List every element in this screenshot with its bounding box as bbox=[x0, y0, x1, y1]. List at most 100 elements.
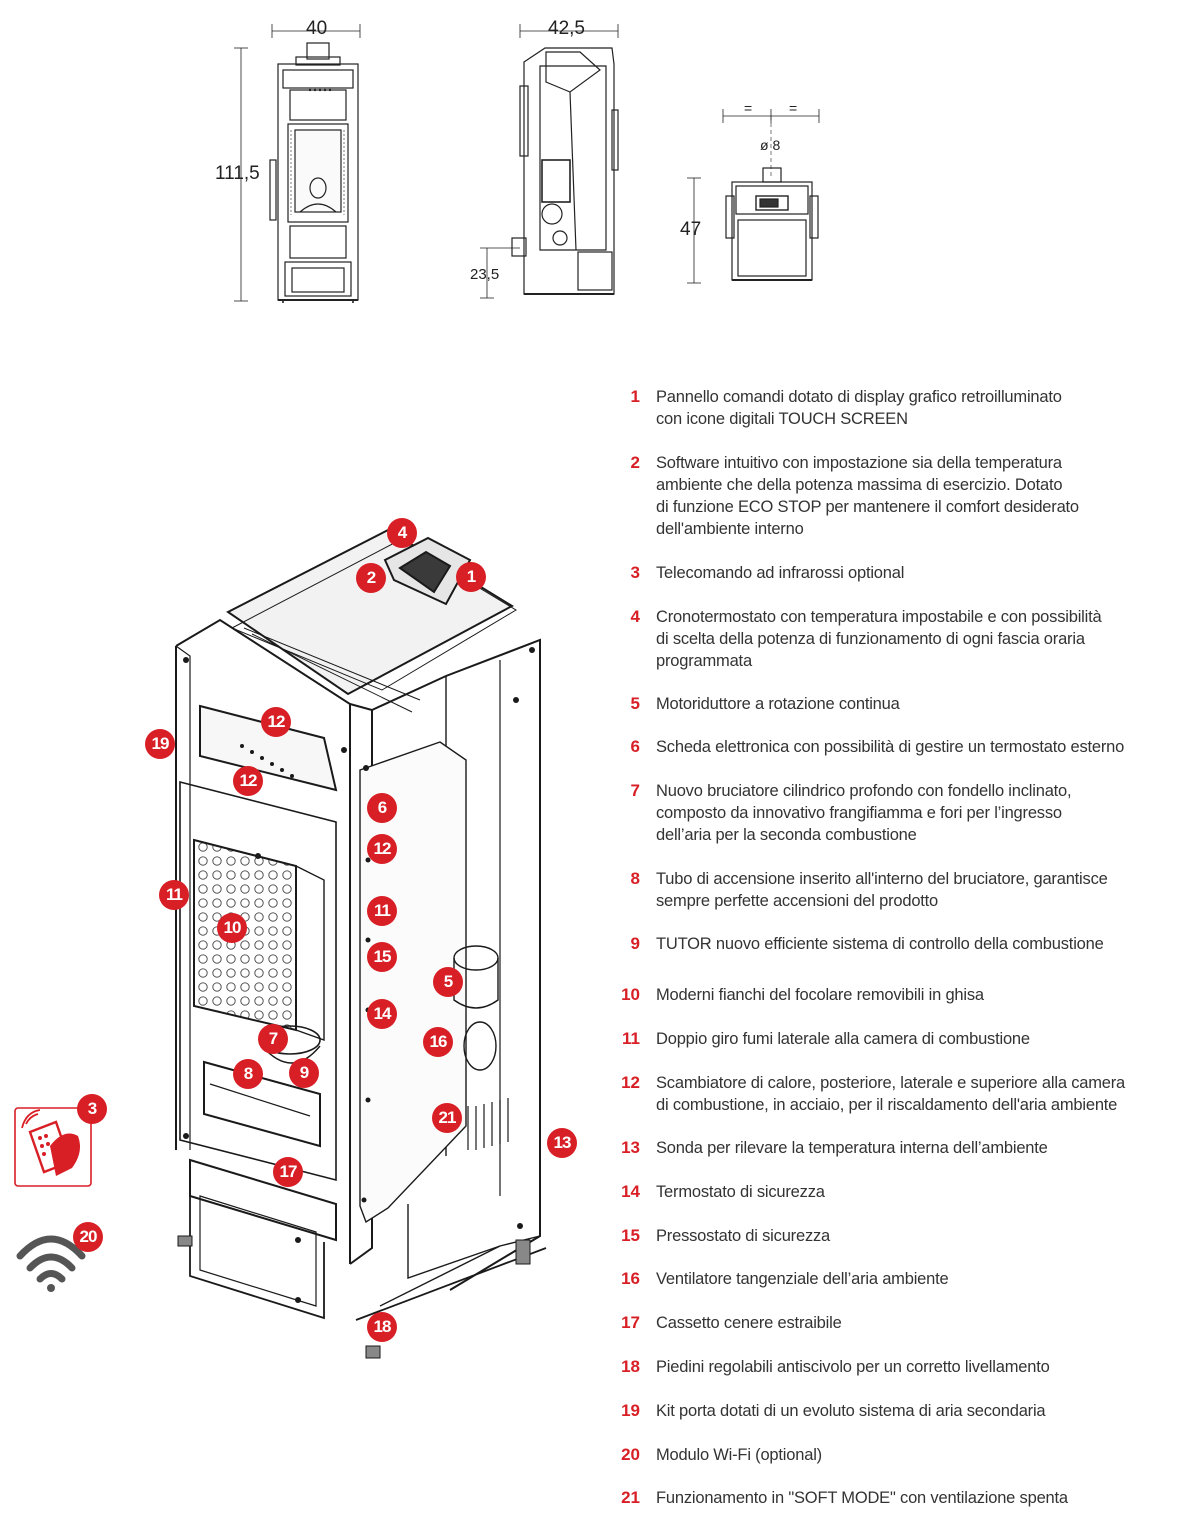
stove-cutaway-3d bbox=[175, 528, 547, 1359]
legend-number: 14 bbox=[621, 1182, 640, 1201]
legend-number: 17 bbox=[621, 1313, 640, 1332]
legend-text: Modulo Wi-Fi (optional) bbox=[656, 1446, 822, 1464]
legend-text: Ventilatore tangenziale dell’aria ambien… bbox=[656, 1270, 949, 1288]
back-view bbox=[687, 109, 820, 284]
dim-equal-left: = bbox=[744, 100, 753, 116]
front-view bbox=[234, 24, 361, 303]
legend-text: Doppio giro fumi laterale alla camera di… bbox=[656, 1030, 1030, 1048]
legend-number: 1 bbox=[630, 387, 640, 406]
callout-marker: 5 bbox=[433, 967, 463, 997]
legend-item: 4 Cronotermostato con temperatura imposta… bbox=[612, 606, 1172, 672]
legend-item: 13 Sonda per rilevare la temperatura inte… bbox=[612, 1137, 1172, 1159]
legend-number: 5 bbox=[630, 694, 640, 713]
callout-marker: 16 bbox=[423, 1027, 453, 1057]
legend-item: 2 Software intuitivo con impostazione sia… bbox=[612, 452, 1172, 540]
callout-marker: 8 bbox=[233, 1059, 263, 1089]
legend-number: 4 bbox=[630, 607, 640, 626]
callout-marker: 7 bbox=[258, 1024, 288, 1054]
legend-number: 12 bbox=[621, 1073, 640, 1092]
legend-item: 5 Motoriduttore a rotazione continua bbox=[612, 693, 1172, 715]
callout-marker: 1 bbox=[456, 562, 486, 592]
legend-number: 10 bbox=[621, 985, 640, 1004]
dim-height-front: 111,5 bbox=[215, 163, 260, 184]
dim-inlet-height: 23,5 bbox=[470, 266, 500, 283]
legend-item: 3 Telecomando ad infrarossi optional bbox=[612, 562, 1172, 584]
callout-marker: 21 bbox=[432, 1103, 462, 1133]
legend-text: Telecomando ad infrarossi optional bbox=[656, 564, 905, 582]
legend-item: 8 Tubo di accensione inserito all'interno… bbox=[612, 868, 1172, 912]
legend-text: Piedini regolabili antiscivolo per un co… bbox=[656, 1358, 1050, 1376]
legend-item: 15 Pressostato di sicurezza bbox=[612, 1225, 1172, 1247]
legend-item: 1 Pannello comandi dotato di display graf… bbox=[612, 386, 1172, 430]
dim-width-front: 40 bbox=[306, 18, 328, 39]
callout-marker: 11 bbox=[159, 880, 189, 910]
callout-marker: 10 bbox=[217, 913, 247, 943]
legend-text: Kit porta dotati di un evoluto sistema d… bbox=[656, 1402, 1046, 1420]
legend-number: 18 bbox=[621, 1357, 640, 1376]
legend-item: 20 Modulo Wi-Fi (optional) bbox=[612, 1444, 1172, 1466]
legend-number: 20 bbox=[621, 1445, 640, 1464]
legend-item: 12 Scambiatore di calore, posteriore, lat… bbox=[612, 1072, 1172, 1116]
callout-marker: 13 bbox=[547, 1128, 577, 1158]
legend-item: 6 Scheda elettronica con possibilità di g… bbox=[612, 736, 1172, 758]
legend-number: 21 bbox=[621, 1488, 640, 1507]
legend-text: Pressostato di sicurezza bbox=[656, 1227, 831, 1245]
callout-marker: 20 bbox=[73, 1222, 103, 1252]
side-view bbox=[480, 24, 619, 299]
callout-marker: 4 bbox=[387, 518, 417, 548]
legend-text: Sonda per rilevare la temperatura intern… bbox=[656, 1139, 1048, 1157]
legend-text: Moderni fianchi del focolare removibili … bbox=[656, 986, 984, 1004]
legend-text: Scheda elettronica con possibilità di ge… bbox=[656, 738, 1125, 756]
dim-flue-diameter: ø 8 bbox=[760, 137, 781, 153]
callout-marker: 9 bbox=[289, 1058, 319, 1088]
legend-item: 11 Doppio giro fumi laterale alla camera … bbox=[612, 1028, 1172, 1050]
callout-marker: 14 bbox=[367, 999, 397, 1029]
callout-marker: 18 bbox=[367, 1312, 397, 1342]
legend-text: Nuovo bruciatore cilindrico profondo con… bbox=[656, 782, 1072, 844]
dim-top-height: 47 bbox=[680, 219, 702, 240]
legend-item: 14 Termostato di sicurezza bbox=[612, 1181, 1172, 1203]
legend-number: 13 bbox=[621, 1138, 640, 1157]
callout-marker: 6 bbox=[367, 793, 397, 823]
callout-marker: 2 bbox=[356, 563, 386, 593]
legend-text: TUTOR nuovo efficiente sistema di contro… bbox=[656, 935, 1104, 953]
legend-item: 21 Funzionamento in "SOFT MODE" con venti… bbox=[612, 1487, 1172, 1509]
legend-item: 9 TUTOR nuovo efficiente sistema di contr… bbox=[612, 933, 1172, 955]
callout-marker: 19 bbox=[145, 729, 175, 759]
legend-number: 16 bbox=[621, 1269, 640, 1288]
dim-depth-side: 42,5 bbox=[548, 18, 585, 39]
legend-item: 10 Moderni fianchi del focolare removibil… bbox=[612, 984, 1172, 1006]
legend-text: Pannello comandi dotato di display grafi… bbox=[656, 388, 1062, 428]
legend-number: 3 bbox=[630, 563, 640, 582]
callout-marker: 3 bbox=[77, 1094, 107, 1124]
legend-text: Cassetto cenere estraibile bbox=[656, 1314, 842, 1332]
callout-marker: 12 bbox=[261, 707, 291, 737]
legend-number: 11 bbox=[622, 1029, 640, 1048]
dim-equal-right: = bbox=[789, 100, 798, 116]
callout-marker: 11 bbox=[367, 896, 397, 926]
legend-text: Termostato di sicurezza bbox=[656, 1183, 825, 1201]
legend-item: 7 Nuovo bruciatore cilindrico profondo co… bbox=[612, 780, 1172, 846]
legend-text: Software intuitivo con impostazione sia … bbox=[656, 454, 1079, 538]
callout-marker: 12 bbox=[233, 766, 263, 796]
legend-number: 15 bbox=[621, 1226, 640, 1245]
legend-text: Funzionamento in "SOFT MODE" con ventila… bbox=[656, 1489, 1068, 1507]
legend-number: 7 bbox=[630, 781, 640, 800]
legend-text: Motoriduttore a rotazione continua bbox=[656, 695, 900, 713]
legend-number: 8 bbox=[630, 869, 640, 888]
legend-number: 6 bbox=[630, 737, 640, 756]
legend-item: 17 Cassetto cenere estraibile bbox=[612, 1312, 1172, 1334]
legend-number: 2 bbox=[630, 453, 640, 472]
legend-text: Tubo di accensione inserito all'interno … bbox=[656, 870, 1108, 910]
legend-text: Cronotermostato con temperatura impostab… bbox=[656, 608, 1102, 670]
legend-item: 18 Piedini regolabili antiscivolo per un … bbox=[612, 1356, 1172, 1378]
legend-number: 9 bbox=[630, 934, 640, 953]
callout-marker: 17 bbox=[273, 1157, 303, 1187]
legend-text: Scambiatore di calore, posteriore, later… bbox=[656, 1074, 1126, 1114]
legend-item: 16 Ventilatore tangenziale dell’aria ambi… bbox=[612, 1268, 1172, 1290]
remote-control-icon bbox=[14, 1107, 92, 1187]
callout-marker: 12 bbox=[367, 834, 397, 864]
wifi-icon bbox=[16, 1235, 86, 1292]
